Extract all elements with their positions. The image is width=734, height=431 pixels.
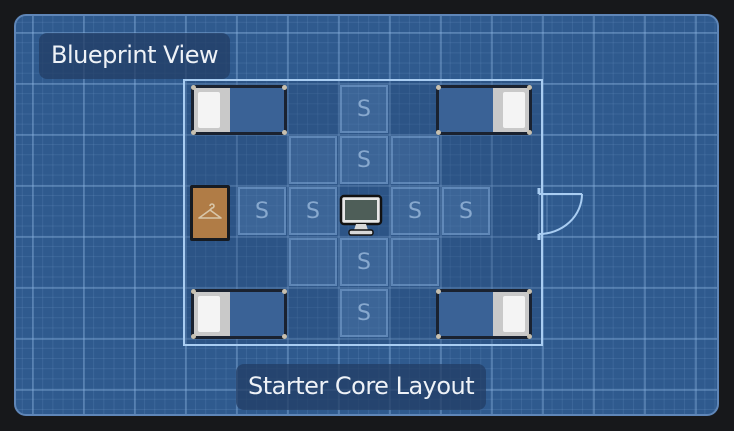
floor-tile[interactable]: [391, 136, 439, 184]
slot-tile[interactable]: S: [289, 187, 337, 235]
pillow-icon: [503, 296, 525, 332]
pillow-icon: [198, 296, 220, 332]
bed-top-right[interactable]: [436, 85, 532, 135]
slot-tile[interactable]: S: [340, 238, 388, 286]
pillow-icon: [503, 92, 525, 128]
floor-tile[interactable]: [289, 238, 337, 286]
door-icon[interactable]: [534, 188, 584, 240]
bed-bottom-right[interactable]: [436, 289, 532, 339]
bed-top-left[interactable]: [191, 85, 287, 135]
floor-tile[interactable]: [391, 238, 439, 286]
slot-tile[interactable]: S: [340, 136, 388, 184]
slot-tile[interactable]: S: [340, 85, 388, 133]
slot-tile[interactable]: S: [391, 187, 439, 235]
blueprint-panel: Blueprint View S S S S S S S S: [14, 14, 719, 416]
slot-tile[interactable]: S: [238, 187, 286, 235]
slot-tile[interactable]: S: [340, 289, 388, 337]
layout-caption: Starter Core Layout: [236, 364, 487, 410]
view-title: Blueprint View: [39, 33, 231, 79]
bed-bottom-left[interactable]: [191, 289, 287, 339]
pillow-icon: [198, 92, 220, 128]
slot-tile[interactable]: S: [442, 187, 490, 235]
computer-icon[interactable]: [338, 192, 384, 236]
wardrobe[interactable]: [190, 185, 230, 241]
hanger-icon: [198, 203, 222, 219]
floor-tile[interactable]: [289, 136, 337, 184]
